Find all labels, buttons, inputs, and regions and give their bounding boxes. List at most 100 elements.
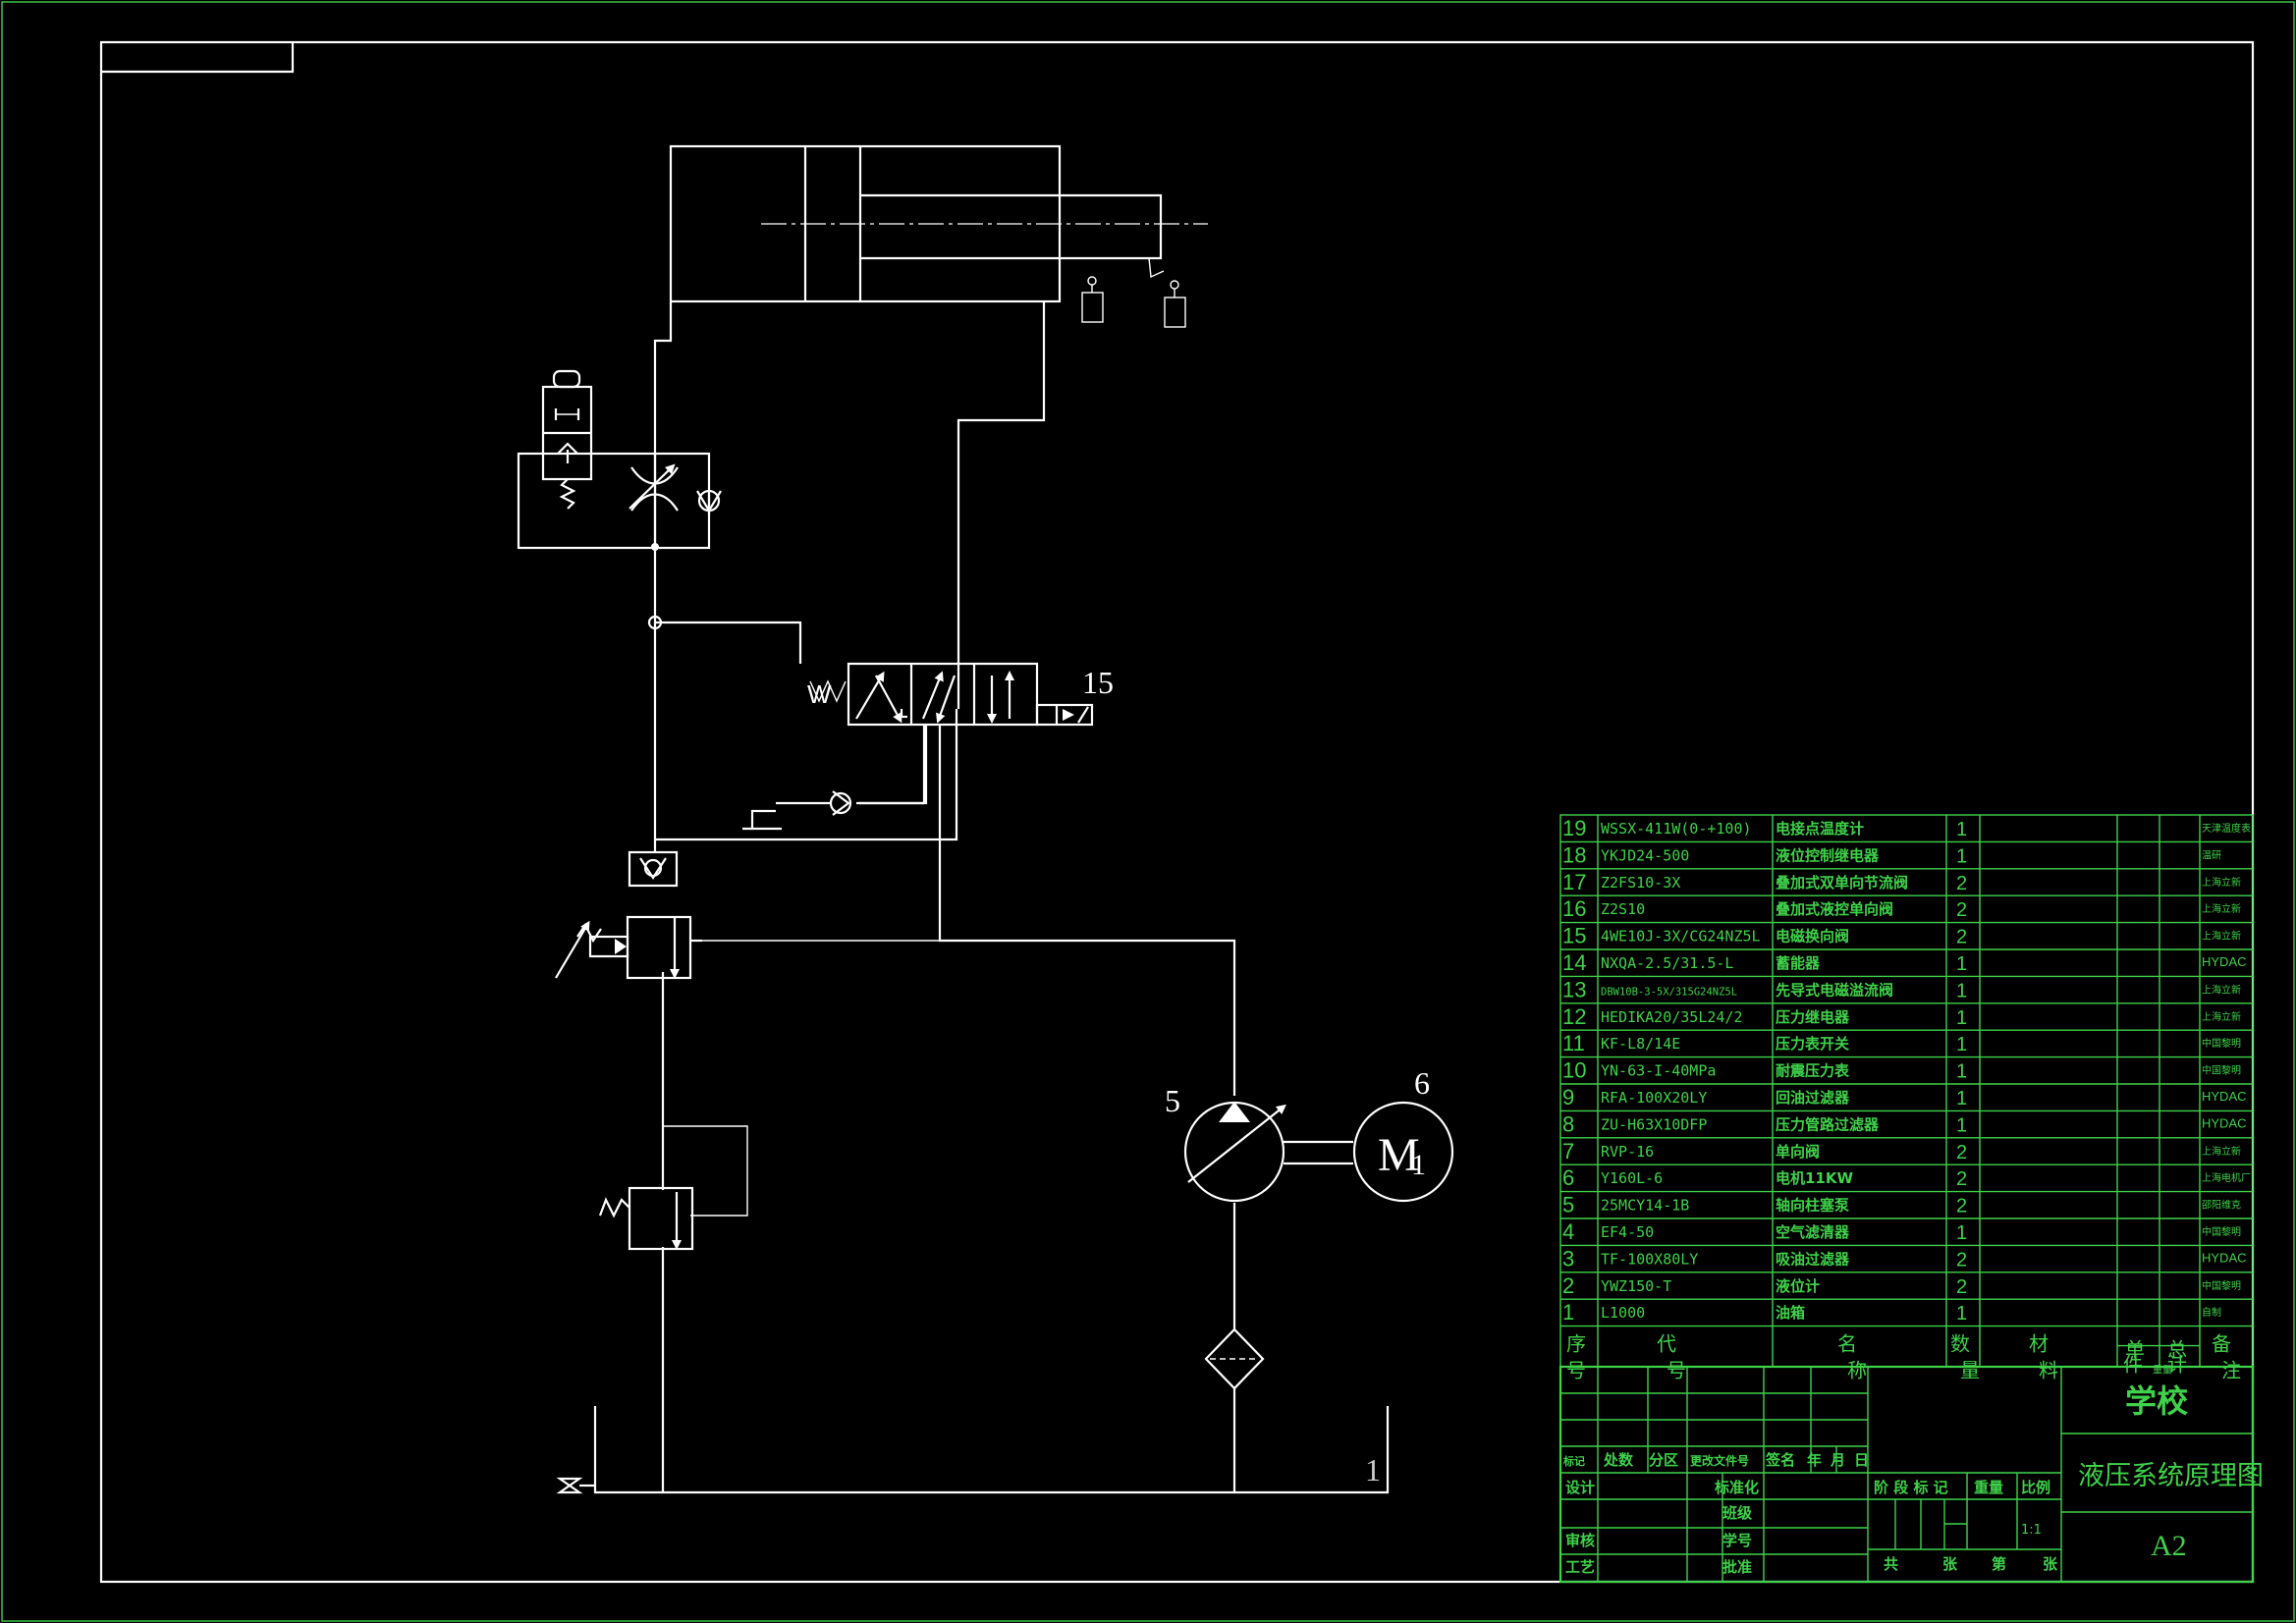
bom-row-note: 上海立新 [2202,902,2241,915]
bom-row-code: NXQA-2.5/31.5-L [1601,954,1733,972]
bom-row-code: Z2S10 [1601,900,1645,918]
bom-row-note: HYDAC [2202,1115,2247,1130]
check-valve-box [628,850,679,888]
bom-row-note: 天津温度表 [2202,822,2251,835]
weight-label: 重量 [1974,1479,2003,1496]
bom-row-number: 8 [1562,1111,1574,1136]
bom-row-qty: 2 [1956,1276,1967,1298]
bom-header-material-2: 料 [2039,1359,2058,1382]
bom-row-note: 上海电机厂 [2202,1171,2251,1184]
bom-header-code: 代 [1657,1332,1676,1356]
inner-drawing-frame [99,40,2255,1584]
bom-row-qty: 1 [1956,819,1967,840]
bom-row-name: 吸油过滤器 [1776,1250,1850,1268]
suction-filter [1204,1327,1265,1390]
bom-row-code: KF-L8/14E [1601,1035,1680,1053]
bom-row-note: 上海立新 [2202,1145,2241,1158]
flow-control-block [517,452,722,551]
student-no-label: 学号 [1722,1532,1752,1549]
bom-row-number: 13 [1562,977,1586,1001]
bom-row-qty: 1 [1956,1061,1967,1083]
bom-row-qty: 1 [1956,1303,1967,1325]
bom-row-note: 中国黎明 [2202,1225,2241,1238]
bom-header-note: 备 [2212,1332,2231,1356]
bom-row-note: 温研 [2202,849,2221,861]
bom-row-code: DBW10B-3-5X/315G24NZ5L [1601,986,1737,998]
bom-row-note: 邵阳维克 [2202,1199,2241,1212]
bom-row-code: HEDIKA20/35L24/2 [1601,1008,1743,1026]
bom-row-name: 叠加式液控单向阀 [1776,900,1893,918]
bom-row-code: TF-100X80LY [1601,1250,1698,1268]
bom-row-number: 11 [1562,1031,1585,1055]
cr-mark: 标记 [1562,1454,1585,1468]
title-block: 学校 液压系统原理图 A2 标记 处数 分区 更改文件号 签名 年 月 日 设计… [1558,1365,2264,1584]
bom-row-name: 单向阀 [1776,1143,1820,1161]
corner-label-box [101,42,295,74]
bom-header-name-2: 称 [1847,1359,1867,1382]
bom-row-note: HYDAC [2202,1250,2247,1265]
oil-tank-1 [556,1406,1390,1494]
process-label: 工艺 [1565,1558,1595,1576]
bom-row-name: 空气滤清器 [1776,1223,1850,1241]
sheet-size: A2 [2151,1530,2187,1562]
bom-row-code: Y160L-6 [1601,1169,1663,1187]
bom-header-material: 材 [2029,1332,2049,1356]
bom-row-note: HYDAC [2202,1089,2247,1104]
variable-pump-5 [1183,1101,1353,1203]
callout-5: 5 [1165,1083,1180,1118]
bom-row-name: 电磁换向阀 [1776,928,1849,946]
motor-subscript: 1 [1411,1149,1426,1181]
callout-15: 15 [1082,665,1114,700]
bom-row-number: 6 [1562,1165,1574,1190]
bom-row-number: 16 [1562,896,1586,921]
bom-row-qty: 2 [1956,1249,1967,1271]
sheets-unit-1: 张 [1942,1555,1958,1573]
bom-header-unit: 单 [2125,1338,2145,1362]
sheets-unit-2: 张 [2043,1555,2058,1573]
bom-header-code-2: 号 [1667,1359,1686,1382]
scale-value: 1:1 [2021,1523,2042,1538]
hydraulic-lines [653,301,1236,1492]
bom-row-code: 4WE10J-3X/CG24NZ5L [1601,928,1761,946]
bom-header-no-2: 号 [1566,1359,1586,1382]
bom-row-qty: 1 [1956,845,1967,867]
electric-motor-6: M 1 [1352,1101,1454,1203]
cr-sign: 签名 [1765,1451,1795,1469]
bom-row-code: YKJD24-500 [1601,846,1689,864]
bom-row-name: 压力管路过滤器 [1776,1115,1880,1133]
bom-row-qty: 2 [1956,1142,1967,1163]
bom-row-number: 12 [1562,1004,1586,1029]
bom-header-qty-2: 量 [1960,1359,1980,1382]
return-check-valve [742,725,928,831]
approve-label: 批准 [1722,1558,1752,1576]
bom-row-qty: 1 [1956,1088,1967,1109]
bom-row-number: 19 [1562,816,1586,840]
bom-row-name: 液位计 [1776,1277,1820,1295]
cr-day: 日 [1854,1451,1869,1469]
bom-row-name: 电接点温度计 [1776,820,1864,838]
bom-row-note: 中国黎明 [2202,1037,2241,1050]
solenoid-check-valve [541,369,593,510]
solenoid-w-label: W [807,679,832,709]
junction-node [647,615,663,630]
scale-label: 比例 [2021,1479,2050,1496]
bom-row-qty: 1 [1956,1114,1967,1136]
review-label: 审核 [1565,1532,1595,1549]
bom-row-number: 3 [1562,1246,1574,1271]
bom-row-code: 25MCY14-1B [1601,1197,1689,1215]
bom-row-qty: 2 [1956,1196,1967,1217]
bom-row-name: 电机11KW [1776,1169,1853,1187]
bom-row-name: 压力表开关 [1776,1035,1849,1053]
bom-row-name: 压力继电器 [1776,1008,1850,1026]
cr-year: 年 [1807,1451,1822,1469]
bom-row-code: L1000 [1601,1304,1645,1322]
bom-row-note: 中国黎明 [2202,1064,2241,1077]
bom-row-qty: 1 [1956,1007,1967,1029]
bom-row-number: 9 [1562,1085,1574,1109]
bom-row-qty: 1 [1956,953,1967,975]
bom-header-note-2: 注 [2221,1359,2241,1382]
bom-row-code: WSSX-411W(0-+100) [1601,820,1752,838]
cr-zone: 分区 [1649,1451,1678,1469]
stage-mark-label: 阶 段 标 记 [1874,1479,1948,1496]
limit-switch-2-icon [1164,280,1186,328]
